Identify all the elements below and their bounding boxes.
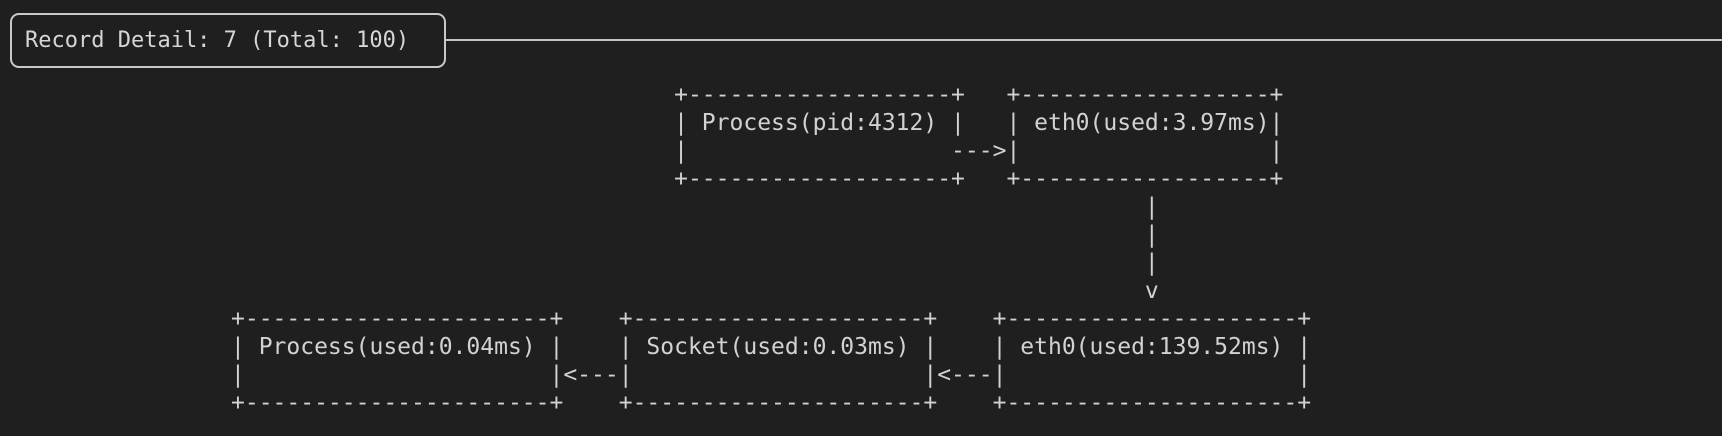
panel-title: Record Detail: 7 (Total: 100) [25,28,410,53]
ascii-topology-diagram: +-------------------+ +-----------------… [231,82,1312,416]
panel-border-line [446,39,1722,41]
record-detail-title-tab: Record Detail: 7 (Total: 100) [10,13,446,68]
